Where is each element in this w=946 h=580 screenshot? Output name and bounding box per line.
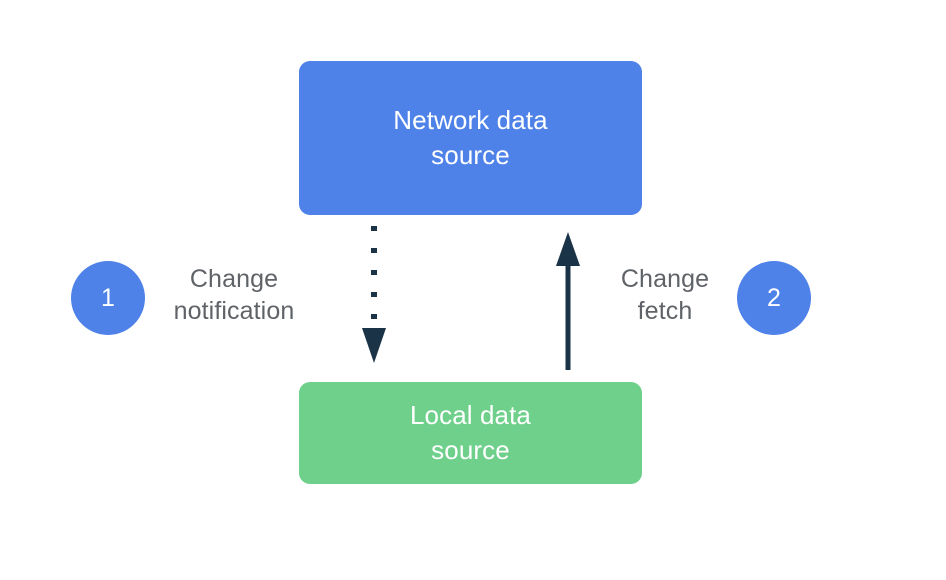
node-local-data-source-label: Local data source	[410, 399, 531, 465]
node-network-data-source[interactable]: Network data source	[299, 61, 642, 215]
step-label-change-notification: Change notification	[173, 265, 295, 325]
step-label-change-fetch: Change fetch	[620, 265, 710, 325]
node-network-data-source-label: Network data source	[393, 104, 548, 170]
change-notification-arrow-icon	[362, 226, 386, 363]
step-badge-1-number: 1	[101, 283, 115, 312]
change-fetch-arrow-icon	[556, 232, 580, 370]
step-badge-2[interactable]: 2	[737, 261, 811, 335]
node-local-data-source[interactable]: Local data source	[299, 382, 642, 484]
change-notification-arrow-head	[362, 328, 386, 363]
step-badge-2-number: 2	[767, 283, 781, 312]
step-badge-1[interactable]: 1	[71, 261, 145, 335]
change-fetch-arrow-head	[556, 232, 580, 266]
